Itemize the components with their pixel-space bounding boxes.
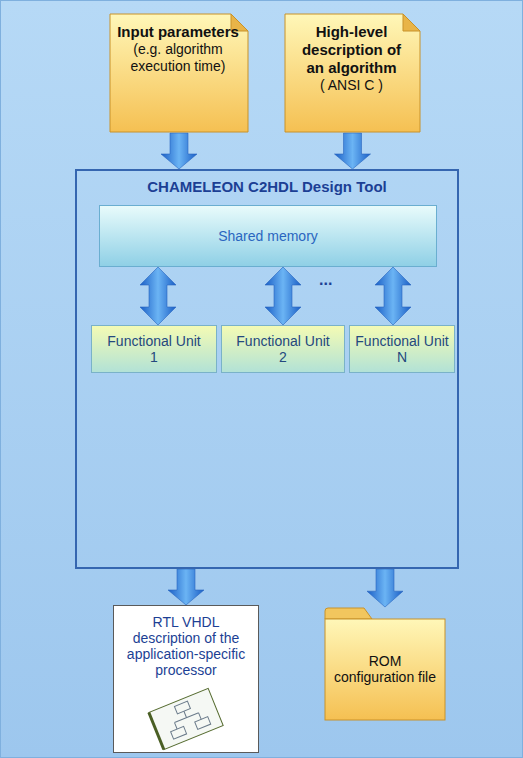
functional-unit-box: Functional Unit 1: [91, 325, 217, 373]
document-fold: [403, 14, 420, 31]
block-arrow: [168, 569, 204, 605]
folder-body: [325, 619, 445, 720]
node-title: Functional Unit N: [352, 333, 452, 365]
node-title: Input parameters: [117, 23, 239, 41]
document-body: [110, 14, 248, 132]
functional-unit-box: Functional Unit 2: [221, 325, 345, 373]
file-folder: ROM configuration file: [324, 607, 446, 721]
node-title: High-level description of an algorithm: [292, 23, 411, 77]
block-arrow: [140, 267, 176, 325]
node-title: CHAMELEON C2HDL Design Tool: [85, 178, 449, 196]
document-shape: High-level description of an algorithm( …: [284, 13, 421, 133]
ellipsis-label: ...: [319, 271, 332, 289]
block-arrow: [161, 133, 197, 169]
flow-box: [174, 701, 190, 714]
node-body: (e.g. algorithm execution time): [117, 41, 239, 75]
folder-tab: [325, 608, 372, 619]
block-arrow: [265, 267, 301, 325]
flow-box: [171, 726, 187, 739]
node-title: ROM configuration file: [330, 653, 440, 685]
block-arrow: [367, 569, 403, 607]
node-body: ( ANSI C ): [292, 77, 411, 94]
flow-box: [195, 717, 211, 730]
tool-box: CHAMELEON C2HDL Design ToolShared memory…: [75, 169, 459, 569]
node-title: Functional Unit 2: [232, 333, 334, 365]
block-arrow: [335, 133, 371, 169]
node-title: Shared memory: [218, 228, 318, 244]
block-arrow: [375, 267, 411, 325]
flow-line: [172, 706, 201, 729]
memory-bar: Shared memory: [99, 205, 437, 267]
document-shape: Input parameters(e.g. algorithm executio…: [109, 13, 249, 133]
node-title: RTL VHDL description of the application-…: [124, 614, 248, 678]
functional-unit-box: Functional Unit N: [349, 325, 455, 373]
document-body: [285, 14, 420, 132]
node-title: Functional Unit 1: [103, 333, 205, 365]
